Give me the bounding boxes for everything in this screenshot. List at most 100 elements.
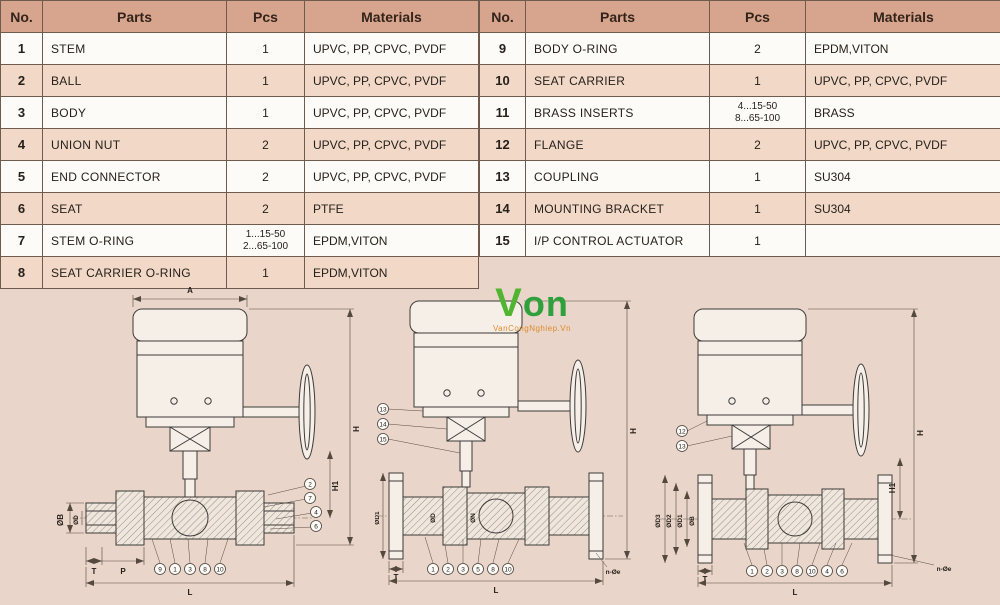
svg-text:8: 8 [795,569,799,576]
svg-text:A: A [187,286,193,295]
stem [744,449,756,475]
col-header-materials: Materials [806,1,1000,33]
logo-leaf-v: V [495,281,523,325]
parts-table-right: No. Parts Pcs Materials 9 BODY O-RING 2 … [479,0,1000,257]
cell-parts: BALL [43,65,227,97]
table-row: 9 BODY O-RING 2 EPDM,VITON [480,33,1000,65]
end-connector [844,499,878,539]
svg-text:P: P [120,567,126,576]
cell-pcs: 2 [227,161,305,193]
flange [389,473,403,559]
union-nut [746,489,768,549]
cell-parts: SEAT CARRIER [526,65,710,97]
drawing-threaded-valve: A H H1 ØB ØD [18,281,368,600]
end-connector [712,499,746,539]
svg-text:13: 13 [678,444,686,451]
dimension-A: A [133,286,247,307]
cell-parts: END CONNECTOR [43,161,227,193]
table-row: 15 I/P CONTROL ACTUATOR 1 [480,225,1000,257]
svg-text:n-Øe: n-Øe [606,569,621,576]
svg-text:4: 4 [314,510,318,517]
actuator [133,309,247,479]
stem [183,451,197,479]
union-nut [116,491,144,545]
dimension-ON: ØN [470,513,477,523]
brand-logo-text: VVonon [462,283,602,323]
cell-pcs: 1 [227,33,305,65]
svg-text:ØD2: ØD2 [666,514,673,528]
dimension-OB: ØB [689,516,696,526]
col-header-pcs: Pcs [227,1,305,33]
cell-parts: FLANGE [526,129,710,161]
cell-no: 15 [480,225,526,257]
union-nut [525,487,549,545]
technical-drawings: VVonon VanCongNghiep.Vn [0,281,1000,600]
svg-text:15: 15 [379,437,387,444]
col-header-parts: Parts [43,1,227,33]
svg-text:6: 6 [314,524,318,531]
cell-no: 3 [1,97,43,129]
svg-text:4: 4 [825,569,829,576]
cell-pcs: 2 [227,129,305,161]
svg-text:n-Øe: n-Øe [937,566,952,573]
actuator [694,309,806,475]
cell-no: 4 [1,129,43,161]
cell-no: 2 [1,65,43,97]
table-row: 11 BRASS INSERTS 4...15-50 8...65-100 BR… [480,97,1000,129]
brand-tagline: VanCongNghiep.Vn [462,324,602,333]
end-connector [403,497,443,535]
svg-text:5: 5 [476,567,480,574]
svg-text:8: 8 [491,567,495,574]
svg-text:H1: H1 [331,480,340,491]
svg-text:L: L [188,588,193,597]
body [144,497,236,539]
col-header-materials: Materials [305,1,479,33]
svg-text:1: 1 [173,567,177,574]
dimension-T: T [698,565,712,584]
table-row: 14 MOUNTING BRACKET 1 SU304 [480,193,1000,225]
table-row: 5 END CONNECTOR 2 UPVC, PP, CPVC, PVDF [1,161,479,193]
table-row: 4 UNION NUT 2 UPVC, PP, CPVC, PVDF [1,129,479,161]
union-nut [822,489,844,549]
parts-tables: No. Parts Pcs Materials 1 STEM 1 UPVC, P… [0,0,1000,281]
svg-text:1: 1 [431,567,435,574]
svg-text:8: 8 [203,567,207,574]
end-connector [549,497,589,535]
cell-materials: UPVC, PP, CPVC, PVDF [305,161,479,193]
actuator-bolt [729,398,735,404]
parts-table-left: No. Parts Pcs Materials 1 STEM 1 UPVC, P… [0,0,479,289]
cell-materials: UPVC, PP, CPVC, PVDF [806,65,1000,97]
cell-parts: SEAT [43,193,227,225]
svg-text:T: T [394,573,399,582]
svg-text:3: 3 [188,567,192,574]
svg-text:3: 3 [780,569,784,576]
cell-no: 6 [1,193,43,225]
cell-pcs: 2 [710,33,806,65]
svg-text:ØD1: ØD1 [677,514,684,528]
table-row: 3 BODY 1 UPVC, PP, CPVC, PVDF [1,97,479,129]
svg-text:14: 14 [379,422,387,429]
col-header-parts: Parts [526,1,710,33]
cell-parts: I/P CONTROL ACTUATOR [526,225,710,257]
flange [698,475,712,563]
cell-parts: COUPLING [526,161,710,193]
table-row: 6 SEAT 2 PTFE [1,193,479,225]
cell-materials: UPVC, PP, CPVC, PVDF [305,65,479,97]
col-header-no: No. [480,1,526,33]
cell-no: 13 [480,161,526,193]
union-nut [236,491,264,545]
svg-text:L: L [793,588,798,597]
table-row: 13 COUPLING 1 SU304 [480,161,1000,193]
dimension-n-Oe: n-Øe [890,555,952,573]
cell-materials [806,225,1000,257]
svg-text:12: 12 [678,429,686,436]
cell-parts: STEM [43,33,227,65]
svg-text:T: T [92,567,97,576]
cell-materials: EPDM,VITON [806,33,1000,65]
svg-text:7: 7 [308,496,312,503]
table-header-row: No. Parts Pcs Materials [480,1,1000,33]
svg-text:6: 6 [840,569,844,576]
cell-parts: BODY [43,97,227,129]
table-row: 10 SEAT CARRIER 1 UPVC, PP, CPVC, PVDF [480,65,1000,97]
cell-materials: UPVC, PP, CPVC, PVDF [806,129,1000,161]
